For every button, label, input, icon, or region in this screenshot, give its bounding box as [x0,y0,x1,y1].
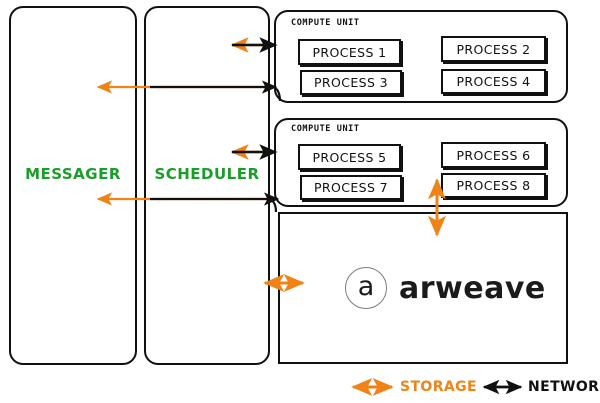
arweave-storage-container[interactable] [278,212,568,364]
messenger-label: MESSAGER [25,165,121,183]
compute-unit-2-title: COMPUTE UNIT [291,124,360,134]
messenger-container[interactable] [9,6,137,365]
process-box-5[interactable]: PROCESS 5 [298,144,401,170]
legend: STORAGE [400,379,477,395]
legend-label-network: NETWORK [528,379,600,395]
process-box-3[interactable]: PROCESS 3 [300,70,402,95]
arweave-wordmark: arweave [399,270,546,306]
arweave-mark-icon: a [345,267,387,309]
process-box-6[interactable]: PROCESS 6 [441,142,546,168]
compute-unit-1-title: COMPUTE UNIT [291,18,360,28]
legend-label-storage: STORAGE [400,379,478,395]
scheduler-label: SCHEDULER [154,165,260,183]
process-box-2[interactable]: PROCESS 2 [441,36,546,62]
legend-network: NETWORK [528,379,600,395]
process-box-4[interactable]: PROCESS 4 [441,69,546,94]
process-box-1[interactable]: PROCESS 1 [298,39,401,65]
process-box-8[interactable]: PROCESS 8 [441,173,546,198]
scheduler-container[interactable] [144,6,270,365]
process-box-7[interactable]: PROCESS 7 [300,175,402,200]
arweave-logo: a arweave [345,267,546,309]
